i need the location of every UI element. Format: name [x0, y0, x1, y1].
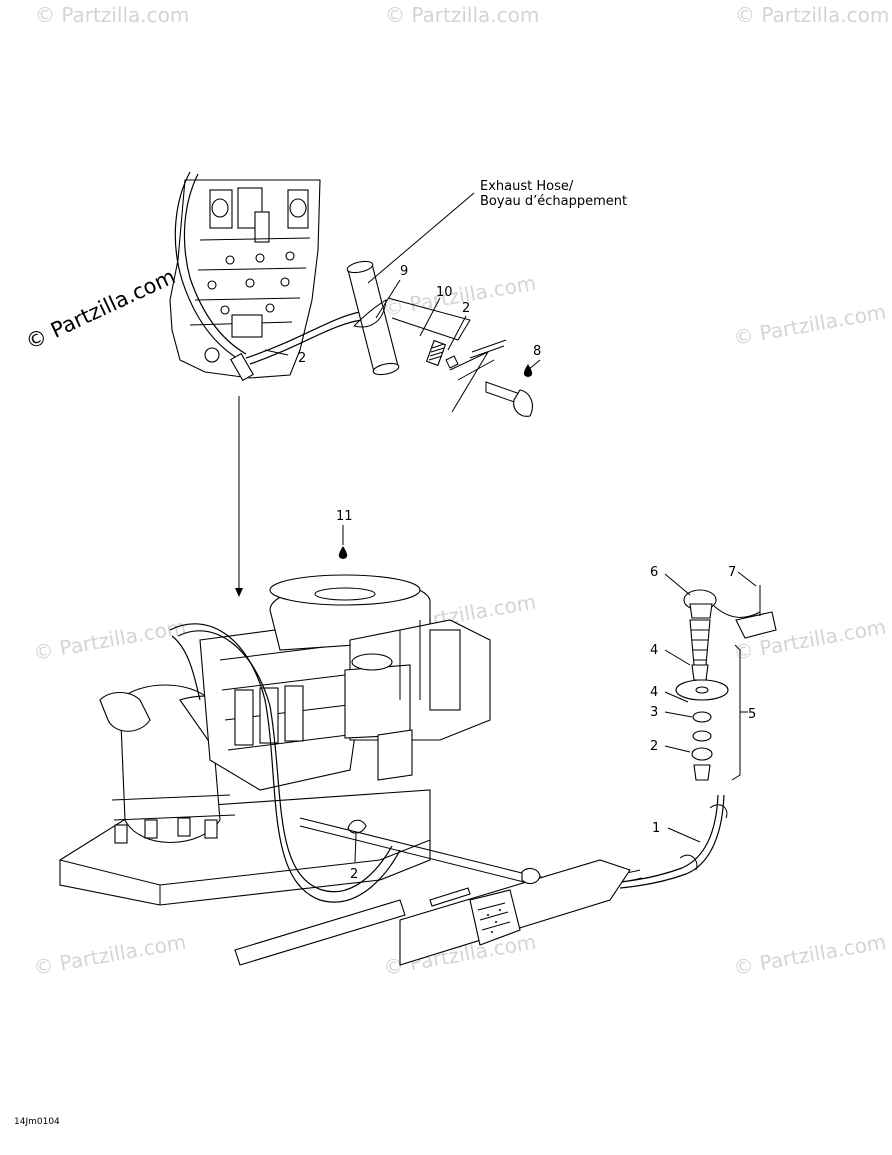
copyright-label: © Partzilla.com	[22, 264, 179, 354]
watermark: © Partzilla.com	[35, 3, 189, 27]
watermark: © Partzilla.com	[735, 3, 889, 27]
exhaust-hose	[346, 260, 533, 417]
callouts: Exhaust Hose/ Boyau d’échappement 9 10 2…	[298, 179, 756, 882]
callout-3: 3	[650, 705, 658, 720]
engine-detail-top	[169, 171, 387, 382]
lubricant-drop-icon	[338, 364, 533, 559]
callout-8: 8	[533, 344, 541, 359]
callout-2: 2	[462, 301, 470, 316]
callout-7: 7	[728, 565, 736, 580]
callout-11: 11	[336, 509, 353, 524]
figure-code: 14Jm0104	[14, 1117, 60, 1127]
detail-arrow	[235, 396, 243, 597]
callout-2: 2	[350, 867, 358, 882]
engine-main	[59, 574, 725, 966]
callout-1: 1	[652, 821, 660, 836]
callout-4: 4	[650, 685, 658, 700]
callout-2: 2	[298, 351, 306, 366]
watermark: © Partzilla.com	[32, 614, 188, 664]
callout-2: 2	[650, 739, 658, 754]
callout-10: 10	[436, 285, 453, 300]
filler-neck-assembly	[675, 585, 777, 871]
watermark: © Partzilla.com	[732, 929, 888, 979]
watermark: © Partzilla.com	[32, 929, 188, 979]
exhaust-hose-label-fr: Boyau d’échappement	[480, 194, 627, 209]
callout-5: 5	[748, 707, 756, 722]
watermark: © Partzilla.com	[385, 3, 539, 27]
callout-4: 4	[650, 643, 658, 658]
callout-6: 6	[650, 565, 658, 580]
callout-9: 9	[400, 264, 408, 279]
exhaust-hose-label: Exhaust Hose/	[480, 179, 574, 194]
leader-lines	[264, 192, 757, 863]
watermark: © Partzilla.com	[732, 299, 888, 349]
